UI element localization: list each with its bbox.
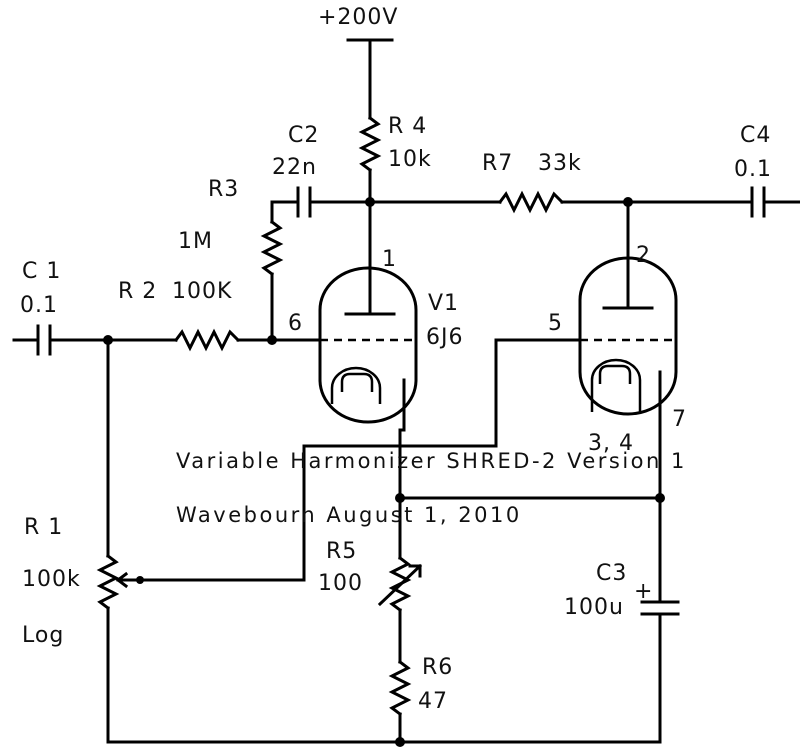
- r1-value: 100k: [22, 567, 81, 592]
- pin-2: 2: [636, 243, 651, 268]
- r2-resistor: [173, 328, 241, 352]
- r5-value: 100: [318, 571, 363, 596]
- c3-polarity: +: [634, 579, 653, 604]
- title-line-2: Wavebourn August 1, 2010: [176, 503, 522, 527]
- r7-value: 33k: [538, 151, 582, 176]
- r4-value: 10k: [388, 147, 432, 172]
- grid-feed-wire: [138, 338, 582, 582]
- r4-resistor: [358, 115, 382, 173]
- r1-name: R 1: [24, 515, 63, 540]
- c2-name: C2: [288, 123, 319, 148]
- c4-name: C4: [740, 123, 771, 148]
- c1-name: C 1: [22, 259, 61, 284]
- r7-name: R7: [482, 151, 513, 176]
- c4-capacitor: [750, 186, 766, 218]
- v1-name: V1: [428, 291, 459, 316]
- r5-name: R5: [326, 539, 357, 564]
- pin-5: 5: [548, 311, 563, 336]
- c2-value: 22n: [272, 155, 317, 180]
- c4-value: 0.1: [734, 157, 772, 182]
- v1-triode-left: [318, 200, 418, 500]
- c2-capacitor: [296, 186, 312, 218]
- r6-value: 47: [418, 689, 448, 714]
- r3-name: R3: [208, 177, 239, 202]
- r5-trim-arrow: [377, 563, 423, 607]
- junction-dot: [267, 335, 277, 345]
- r6-resistor: [388, 659, 412, 717]
- r2-value: 100K: [172, 279, 232, 304]
- r7-resistor: [497, 190, 565, 214]
- c3-name: C3: [596, 561, 627, 586]
- r3-value: 1M: [178, 229, 213, 254]
- c1-value: 0.1: [20, 293, 58, 318]
- r6-name: R6: [422, 655, 453, 680]
- r4-name: R 4: [388, 114, 427, 139]
- junction-dot: [136, 576, 144, 584]
- pin-7: 7: [672, 407, 687, 432]
- r1-taper: Log: [22, 623, 64, 648]
- junction-dot: [395, 737, 405, 747]
- v1-triode-right: [578, 200, 678, 500]
- c1-capacitor: [36, 324, 52, 356]
- supply-label: +200V: [318, 5, 398, 30]
- v1-value: 6J6: [426, 325, 463, 350]
- pin-6: 6: [288, 311, 303, 336]
- pin-3-4: 3, 4: [588, 431, 634, 456]
- r2-name: R 2: [118, 279, 157, 304]
- supply-rail: [346, 38, 394, 120]
- title-line-1: Variable Harmonizer SHRED-2 Version 1: [176, 449, 687, 473]
- r3-resistor: [260, 219, 284, 277]
- r1-potentiometer: [96, 553, 120, 611]
- pin-1: 1: [382, 247, 397, 272]
- c3-value: 100u: [564, 595, 624, 620]
